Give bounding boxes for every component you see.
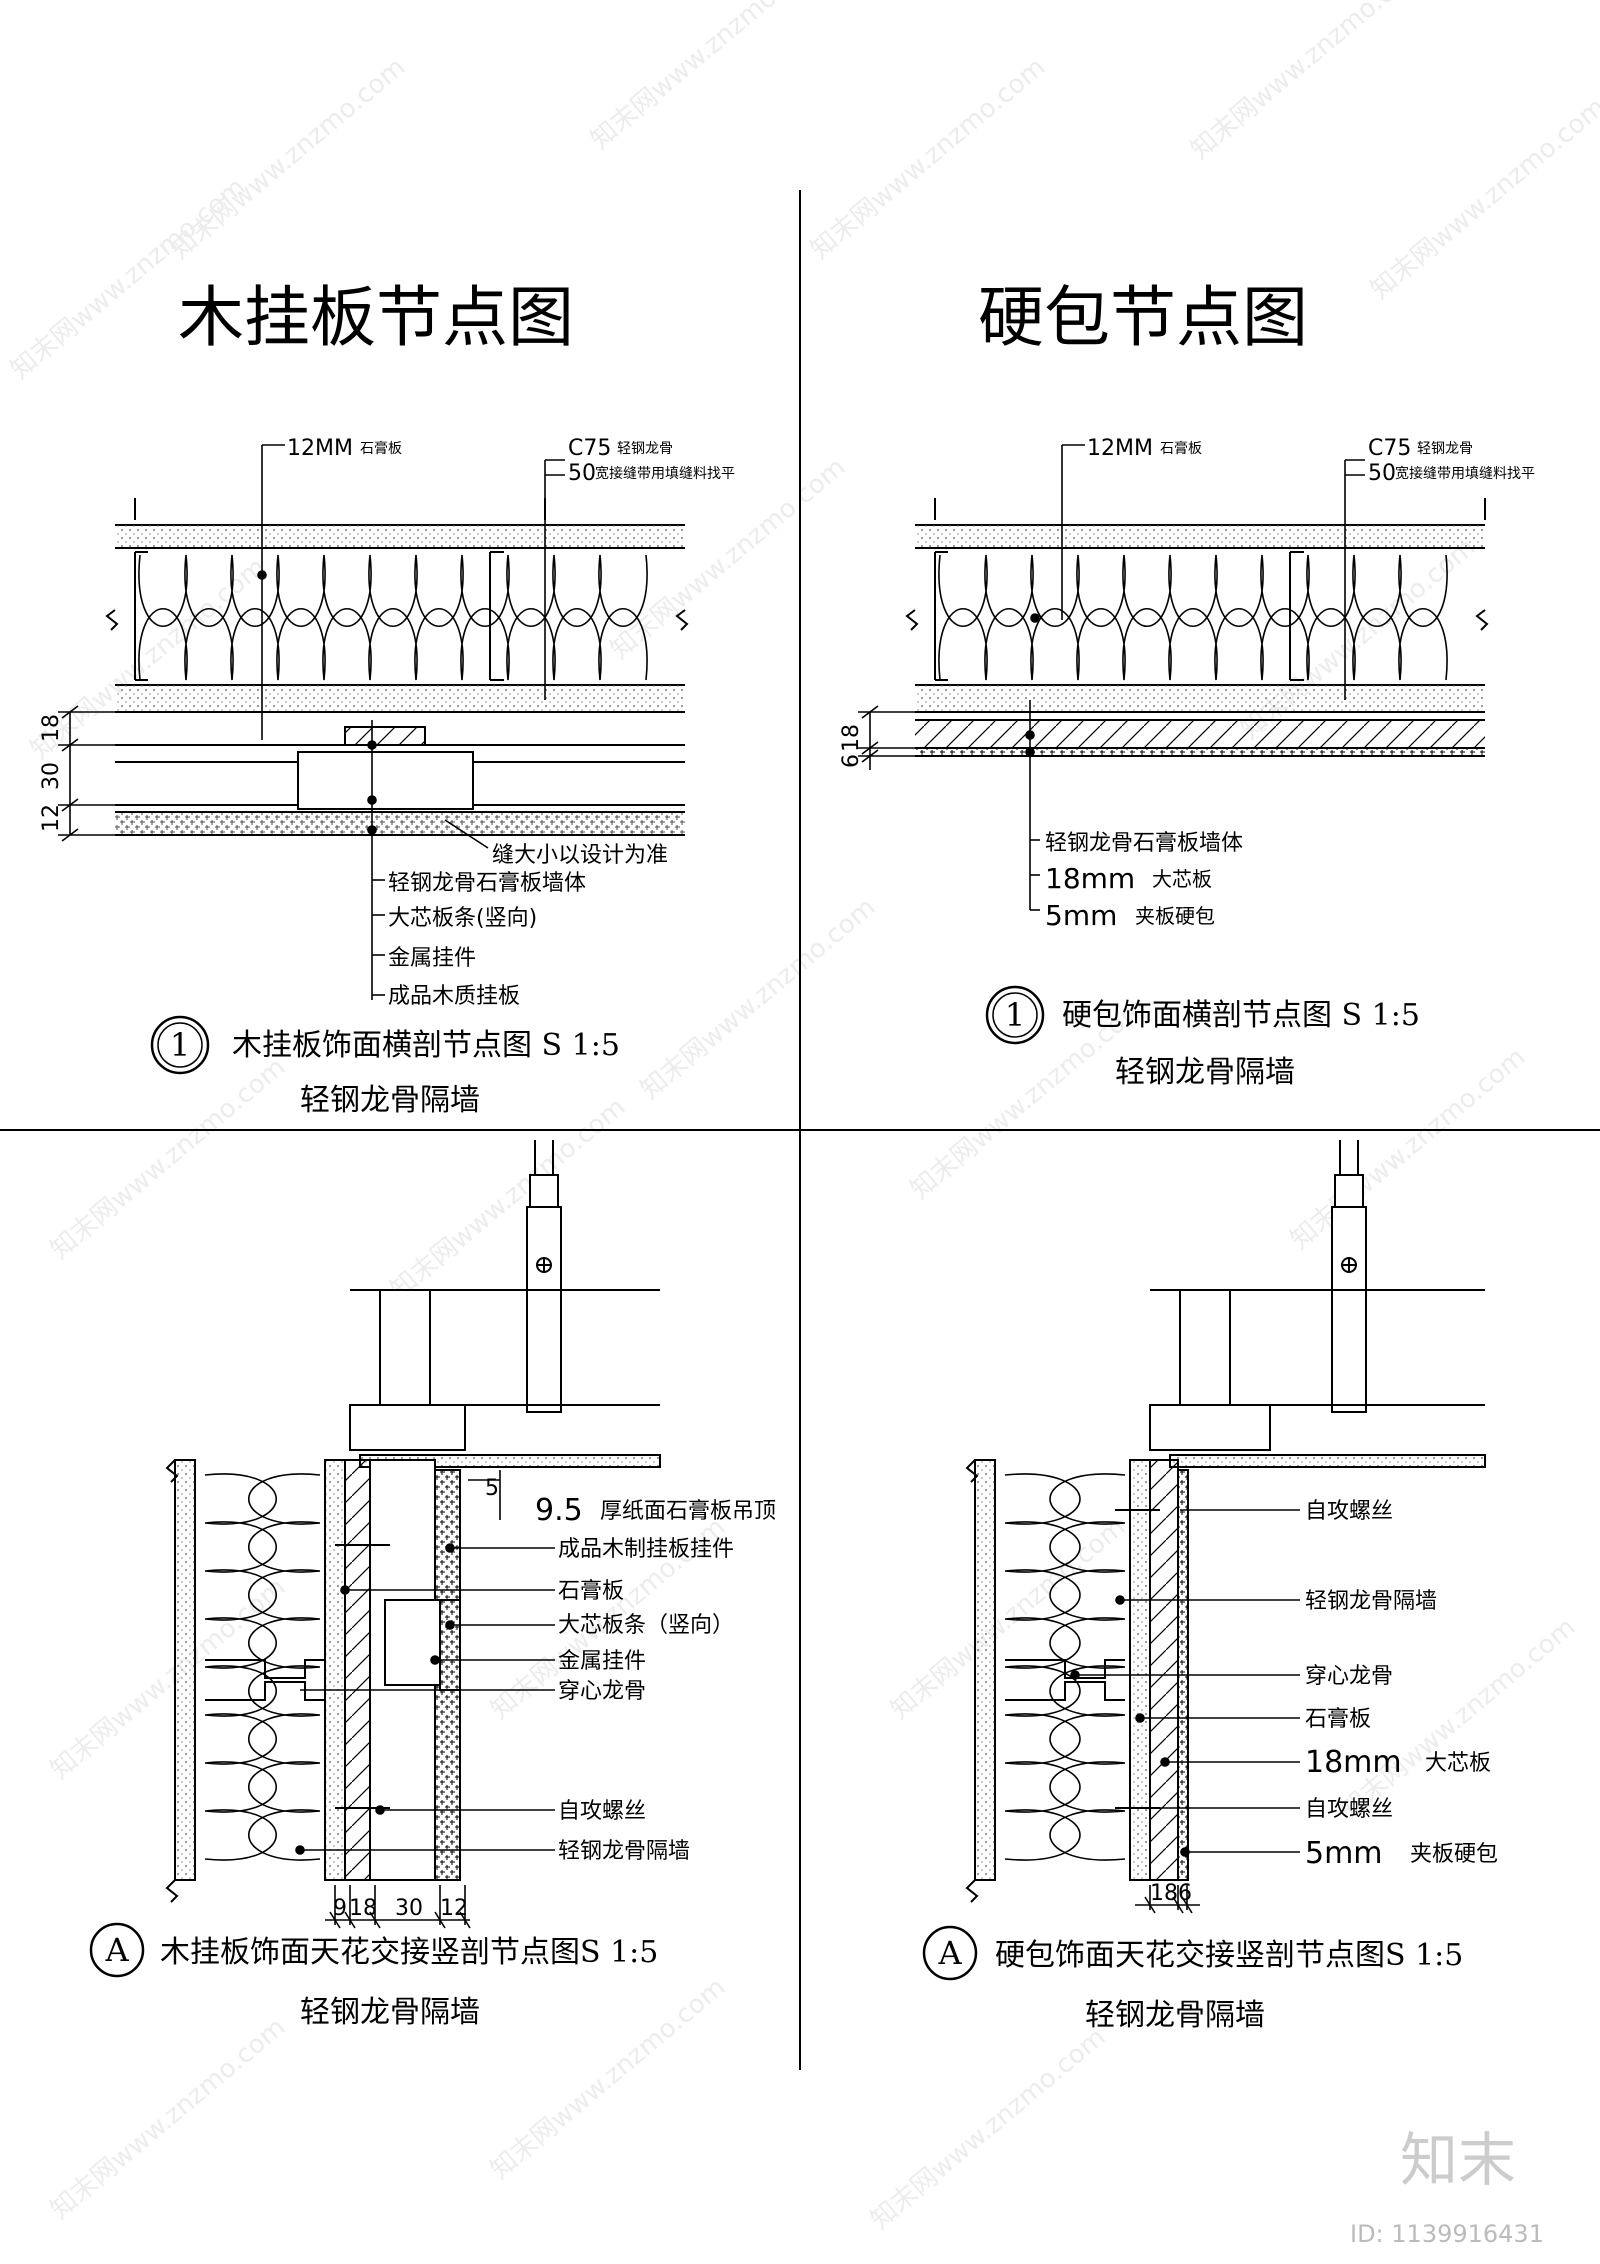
note-gypsum: 石膏板 [1305,1707,1371,1732]
dim-18: 18 [349,1896,377,1921]
label-joint-sub: 宽接缝带用填缝料找平 [595,465,735,482]
note-gypsum: 石膏板 [558,1579,624,1604]
note-channel: 穿心龙骨 [1305,1664,1393,1689]
note-hanger-wood: 成品木制挂板挂件 [558,1537,734,1562]
watermark-text: 知末网www.znzmo.com [45,1052,291,1265]
watermark-text: 知末网www.znzmo.com [805,52,1051,265]
label-gypsum: 12MM [287,436,353,461]
insulation-pattern [938,554,1448,681]
watermark-text: 知末网www.znzmo.com [605,452,851,665]
panel-hard-upholstery-vertical: 自攻螺丝 轻钢龙骨隔墙 穿心龙骨 石膏板 18mm 大芯板 自攻螺丝 5mm 夹… [922,1140,1498,2033]
dim-30: 30 [395,1896,423,1921]
detail-marker: 1 [1005,996,1025,1034]
watermark-text: 知末网www.znzmo.com [45,2012,291,2225]
insulation-pattern [138,554,648,681]
label-joint-sub: 宽接缝带用填缝料找平 [1395,465,1535,482]
watermark-text: 知末网www.znzmo.com [585,0,831,155]
detail-caption: 木挂板饰面横剖节点图 S 1:5 [232,1028,620,1063]
detail-subcaption: 轻钢龙骨隔墙 [300,1083,480,1118]
insulation-pattern [204,1473,321,1861]
note-hanger: 金属挂件 [388,946,476,971]
note-board: 成品木质挂板 [388,984,520,1009]
note-strip: 大芯板条（竖向） [558,1613,734,1638]
note-5mm: 5mm [1045,899,1117,932]
panel-hard-upholstery-horizontal: 硬包节点图 12MM [839,279,1535,1090]
note-strip: 大芯板条(竖向) [388,906,537,931]
note-ceiling-thk: 9.5 [535,1493,583,1528]
dim-12: 12 [440,1896,468,1921]
watermark-text: 知末网www.znzmo.com [485,1972,731,2185]
watermark-text: 知末网www.znzmo.com [1185,0,1431,165]
dim-9: 9 [333,1896,347,1921]
label-joint: 50 [568,461,596,486]
insulation-pattern [1004,1473,1126,1861]
detail-subcaption: 轻钢龙骨隔墙 [1115,1055,1295,1090]
watermark-text: 知末网www.znzmo.com [165,52,411,265]
panel-title: 硬包节点图 [978,279,1308,356]
note-wall: 轻钢龙骨石膏板墙体 [1045,831,1243,856]
detail-marker: 1 [170,1026,190,1064]
watermark-text: 知末网www.znzmo.com [385,1092,631,1305]
brand-logo: 知末 [1400,2126,1516,2194]
detail-marker: A [104,1931,129,1969]
label-stud-sub: 轻钢龙骨 [617,441,673,457]
watermark-text: 知末网www.znzmo.com [865,2022,1111,2235]
detail-subcaption: 轻钢龙骨隔墙 [300,1995,480,2030]
panel-title: 木挂板节点图 [178,279,574,356]
note-core: 大芯板 [1425,1751,1491,1776]
note-channel: 穿心龙骨 [558,1679,646,1704]
panel-wood-panel-vertical: 5 9.5 厚纸面石膏板吊顶 成品木制挂板挂件 石膏板 大芯板条（竖向） 金属挂… [89,1140,776,2030]
detail-subcaption: 轻钢龙骨隔墙 [1085,1998,1265,2033]
watermark-text: 知末网www.znzmo.com [635,892,881,1105]
label-stud-sub: 轻钢龙骨 [1417,441,1473,457]
note-wall: 轻钢龙骨石膏板墙体 [388,871,586,896]
watermark-text: 知末网www.znzmo.com [1365,92,1600,305]
label-stud: C75 [568,436,611,461]
label-gypsum-sub: 石膏板 [360,440,402,457]
label-gypsum-sub: 石膏板 [1160,440,1202,457]
dim-12: 12 [39,804,64,832]
watermark-text: 知末网www.znzmo.com [1335,1612,1581,1825]
label-stud: C75 [1368,436,1411,461]
note-uphol: 夹板硬包 [1135,904,1215,928]
note-18mm: 18mm [1045,862,1135,895]
dim-6: 6 [1178,1881,1192,1906]
note-wall: 轻钢龙骨隔墙 [1305,1589,1437,1614]
panel-wood-panel-horizontal: 木挂板节点图 [39,279,735,1118]
label-gypsum: 12MM [1087,436,1153,461]
note-ceiling: 厚纸面石膏板吊顶 [600,1499,776,1524]
note-uphol: 夹板硬包 [1410,1842,1498,1867]
note-5mm: 5mm [1305,1836,1383,1871]
dim-18: 18 [1150,1881,1178,1906]
dim-6: 6 [839,754,864,768]
dim-30: 30 [39,762,64,790]
watermark-text: 知末网www.znzmo.com [1285,1042,1531,1255]
sheet-dividers [0,190,1600,2070]
dim-18: 18 [39,714,64,742]
note-screw-top: 自攻螺丝 [1305,1499,1393,1524]
dim-5: 5 [485,1476,499,1501]
note-18mm: 18mm [1305,1745,1402,1780]
label-joint: 50 [1368,461,1396,486]
note-screw: 自攻螺丝 [558,1799,646,1824]
detail-marker: A [937,1934,962,1972]
note-wall: 轻钢龙骨隔墙 [558,1839,690,1864]
note-gap: 缝大小以设计为准 [492,843,668,868]
note-screw: 自攻螺丝 [1305,1797,1393,1822]
detail-caption: 硬包饰面横剖节点图 S 1:5 [1062,998,1420,1033]
note-metal: 金属挂件 [558,1649,646,1674]
dim-18: 18 [839,724,864,752]
note-core: 大芯板 [1152,867,1212,891]
brand-id: ID: 1139916431 [1350,2220,1544,2248]
detail-caption: 硬包饰面天花交接竖剖节点图S 1:5 [995,1938,1463,1973]
detail-caption: 木挂板饰面天花交接竖剖节点图S 1:5 [160,1935,658,1970]
